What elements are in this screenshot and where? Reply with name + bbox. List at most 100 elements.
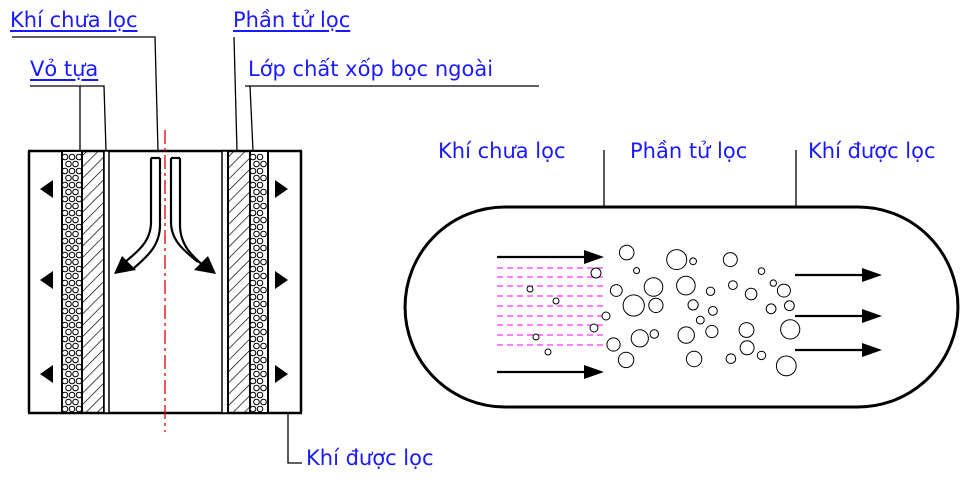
porous-granule: [260, 174, 267, 182]
porous-granule: [249, 237, 257, 245]
porous-granule: [68, 377, 76, 385]
label-unfiltered-gas-right: Khí chưa lọc: [438, 139, 566, 163]
porous-granule: [61, 391, 69, 399]
label-filter-element-left: Phần tử lọc: [233, 8, 351, 32]
porous-granule: [68, 335, 76, 343]
particle: [784, 300, 795, 312]
porous-granule: [253, 174, 260, 182]
porous-granule: [75, 377, 83, 385]
porous-granule: [75, 223, 83, 231]
porous-granule: [260, 328, 267, 336]
particle: [722, 252, 738, 268]
porous-granule: [65, 342, 72, 350]
porous-granule: [256, 167, 264, 175]
porous-granule: [249, 391, 257, 399]
right-flow-triangle-3: [275, 365, 288, 383]
porous-granule: [253, 328, 260, 336]
porous-granule: [256, 349, 264, 357]
porous-granule: [260, 398, 267, 406]
porous-granule: [72, 398, 79, 406]
porous-granule: [253, 230, 260, 238]
porous-granule: [72, 314, 79, 322]
porous-granule: [260, 356, 267, 364]
porous-granule: [75, 279, 83, 287]
porous-granule: [72, 286, 79, 294]
porous-granule: [65, 272, 72, 280]
particle: [633, 267, 641, 275]
porous-granule: [75, 167, 83, 175]
particle: [738, 322, 755, 338]
particle: [589, 323, 599, 333]
porous-granule: [65, 356, 72, 364]
particle: [622, 294, 645, 317]
capsule-housing: [403, 205, 960, 409]
porous-granule: [72, 384, 79, 392]
porous-granule: [253, 370, 260, 378]
particle: [775, 355, 797, 377]
porous-granule: [253, 300, 260, 308]
particle: [532, 333, 540, 341]
porous-granule: [260, 188, 267, 196]
particle: [780, 319, 801, 340]
right-flow-triangle-1: [275, 180, 288, 198]
particle: [769, 279, 777, 287]
porous-granule: [260, 342, 267, 350]
particle: [728, 280, 738, 291]
porous-granule: [75, 321, 83, 329]
particle: [739, 340, 755, 356]
porous-granule: [72, 328, 79, 336]
porous-granule: [75, 153, 83, 161]
porous-granule: [68, 209, 76, 217]
porous-granule: [256, 391, 264, 399]
porous-granule: [68, 153, 76, 161]
particle: [590, 267, 602, 279]
porous-granule: [61, 195, 69, 203]
porous-granule: [68, 279, 76, 287]
left-leader-lines: [12, 36, 539, 464]
porous-granule: [75, 405, 83, 413]
inlet-arrows: [497, 250, 604, 379]
porous-granule: [249, 307, 257, 315]
porous-granule: [253, 202, 260, 210]
porous-granule: [249, 321, 257, 329]
porous-granule: [256, 195, 264, 203]
porous-granule: [61, 181, 69, 189]
porous-granule: [253, 384, 260, 392]
porous-granule: [68, 405, 76, 413]
porous-granule: [65, 384, 72, 392]
porous-granule: [68, 223, 76, 231]
porous-granule: [249, 167, 257, 175]
split-arrow-head-right: [194, 256, 216, 274]
porous-granule: [61, 167, 69, 175]
porous-granule: [72, 188, 79, 196]
label-filtered-gas-left: Khí được lọc: [306, 446, 434, 470]
porous-granule: [72, 174, 79, 182]
porous-granule: [249, 335, 257, 343]
porous-granule: [249, 251, 257, 259]
porous-granule: [256, 209, 264, 217]
porous-granule: [61, 237, 69, 245]
porous-granule: [72, 244, 79, 252]
porous-granule: [68, 181, 76, 189]
porous-granule: [68, 265, 76, 273]
left-porous-granules: [61, 153, 83, 413]
particle: [609, 284, 623, 297]
porous-granule: [253, 314, 260, 322]
porous-granule: [68, 195, 76, 203]
label-filter-element-right: Phần tử lọc: [630, 139, 748, 163]
porous-granule: [256, 335, 264, 343]
porous-granule: [75, 181, 83, 189]
porous-granule: [253, 272, 260, 280]
porous-granule: [75, 335, 83, 343]
porous-granule: [253, 398, 260, 406]
porous-granule: [68, 307, 76, 315]
porous-granule: [260, 230, 267, 238]
porous-granule: [256, 321, 264, 329]
outlet-arrows: [795, 268, 882, 357]
particle: [705, 286, 716, 296]
porous-granule: [72, 230, 79, 238]
gas-streamlines: [497, 267, 604, 346]
porous-granule: [253, 286, 260, 294]
particle: [744, 287, 758, 301]
